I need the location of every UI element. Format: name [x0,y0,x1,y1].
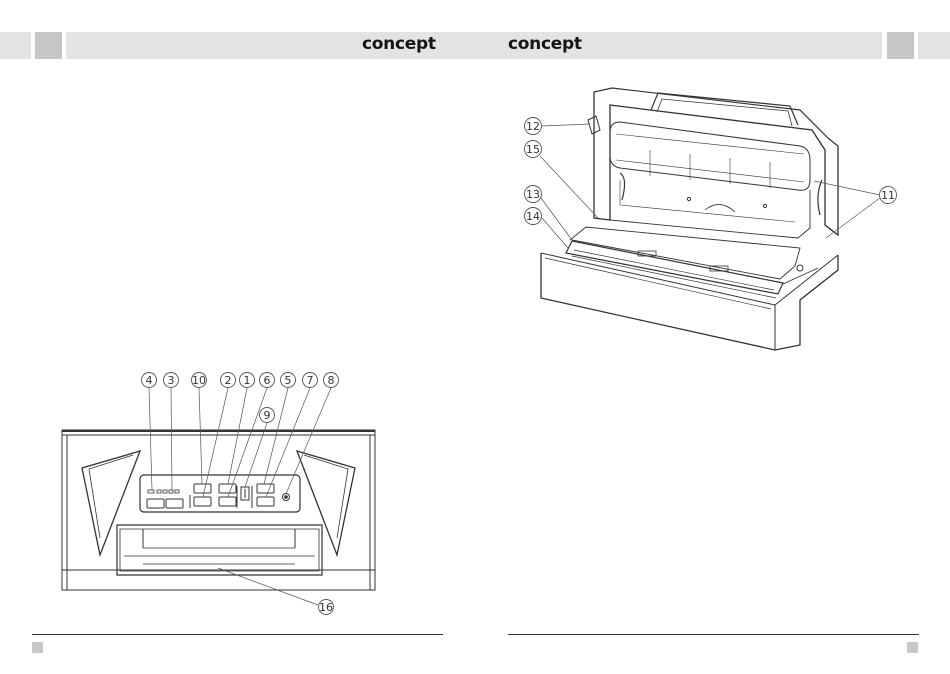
svg-text:12: 12 [526,120,540,133]
appliance-front-body [62,430,375,590]
front-callouts: 4 3 10 2 1 6 5 7 [142,373,339,615]
callout-11: 11 [880,187,897,204]
svg-text:5: 5 [285,374,292,387]
sealing-channel [566,241,783,294]
callout-16: 16 [319,600,334,615]
callout-2: 2 [221,373,236,388]
callout-9: 9 [260,408,275,423]
panel-button-1[interactable] [219,484,236,493]
callout-10: 10 [192,373,207,388]
front-view-figure [62,430,375,590]
callout-5: 5 [281,373,296,388]
svg-text:13: 13 [526,188,540,201]
svg-text:2: 2 [225,374,232,387]
svg-text:4: 4 [146,374,153,387]
svg-text:15: 15 [526,143,540,156]
side-indicator [797,265,803,271]
panel-button-4[interactable] [166,499,183,508]
svg-text:14: 14 [526,210,540,223]
svg-text:6: 6 [264,374,271,387]
callout-6: 6 [260,373,275,388]
lid-handle [651,93,798,125]
panel-button-5[interactable] [257,484,274,493]
panel-button-10[interactable] [194,484,211,493]
callout-13: 13 [525,186,542,203]
svg-text:3: 3 [168,374,175,387]
front-handle-tray [117,525,322,575]
panel-button-3[interactable] [147,499,164,508]
svg-text:9: 9 [264,409,271,422]
callout-1: 1 [240,373,255,388]
panel-button-7[interactable] [257,497,274,506]
lid-frame [594,92,838,235]
svg-text:7: 7 [307,374,314,387]
svg-text:11: 11 [881,189,895,202]
left-chevron-decoration [82,451,140,555]
right-chevron-decoration [297,451,355,555]
open-view-figure [541,88,838,350]
callout-7: 7 [303,373,318,388]
callout-15: 15 [525,141,542,158]
svg-text:8: 8 [328,374,335,387]
panel-button-6[interactable] [219,497,236,506]
callout-8: 8 [324,373,339,388]
panel-button-2[interactable] [194,497,211,506]
svg-text:16: 16 [319,601,333,614]
callout-12: 12 [525,118,542,135]
callout-3: 3 [164,373,179,388]
open-callouts: 12 15 13 14 11 [525,118,897,249]
callout-14: 14 [525,208,542,225]
svg-text:10: 10 [192,374,206,387]
upper-gasket [610,122,810,190]
callout-4: 4 [142,373,157,388]
indicator-lights [148,490,179,493]
svg-text:1: 1 [244,374,251,387]
